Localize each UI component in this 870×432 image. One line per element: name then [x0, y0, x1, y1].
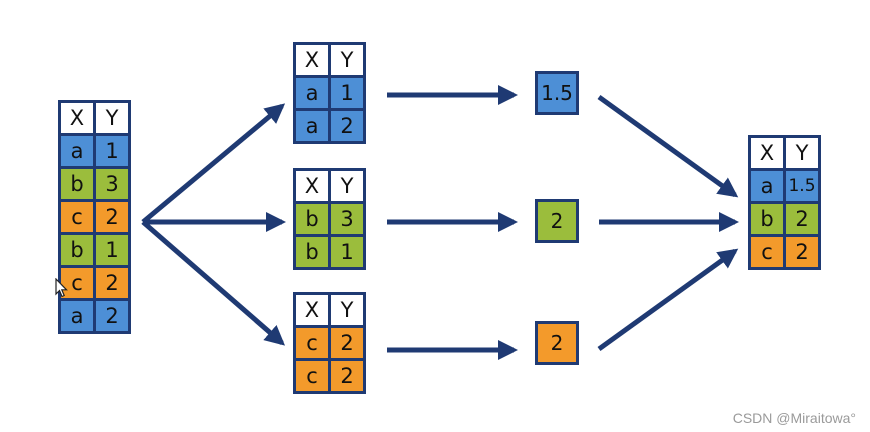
x-cell: b	[296, 237, 328, 267]
y-cell: 2	[96, 301, 128, 331]
y-cell: 1	[96, 235, 128, 265]
header-cell: X	[296, 171, 328, 201]
y-cell: 2	[786, 237, 818, 267]
mouse-pointer-icon	[55, 278, 68, 298]
y-cell: 2	[331, 328, 363, 358]
header-cell: X	[296, 295, 328, 325]
header-cell: Y	[331, 171, 363, 201]
y-cell: 1.5	[786, 171, 818, 201]
header-cell: X	[751, 138, 783, 168]
split-arrow-c	[141, 220, 286, 346]
x-cell: b	[296, 204, 328, 234]
x-cell: c	[751, 237, 783, 267]
x-cell: a	[296, 78, 328, 108]
y-cell: 2	[331, 111, 363, 141]
y-cell: 1	[331, 78, 363, 108]
x-cell: c	[61, 268, 93, 298]
x-cell: c	[296, 361, 328, 391]
header-cell: Y	[331, 295, 363, 325]
header-cell: Y	[331, 45, 363, 75]
x-cell: a	[296, 111, 328, 141]
aggregate-box-a: 1.5	[535, 71, 579, 115]
combine-arrow-a	[597, 94, 739, 198]
header-cell: Y	[786, 138, 818, 168]
y-cell: 3	[331, 204, 363, 234]
x-cell: c	[296, 328, 328, 358]
x-cell: b	[61, 169, 93, 199]
x-cell: a	[61, 136, 93, 166]
x-cell: a	[61, 301, 93, 331]
y-cell: 2	[786, 204, 818, 234]
split-arrow-a	[141, 103, 286, 224]
y-cell: 1	[96, 136, 128, 166]
watermark: CSDN @Miraitowa°	[732, 410, 856, 426]
y-cell: 3	[96, 169, 128, 199]
header-cell: Y	[96, 103, 128, 133]
header-cell: X	[296, 45, 328, 75]
y-cell: 2	[331, 361, 363, 391]
x-cell: b	[61, 235, 93, 265]
x-cell: c	[61, 202, 93, 232]
combine-arrow-c	[597, 248, 739, 352]
y-cell: 2	[96, 202, 128, 232]
x-cell: a	[751, 171, 783, 201]
aggregate-box-c: 2	[535, 321, 579, 365]
x-cell: b	[751, 204, 783, 234]
y-cell: 1	[331, 237, 363, 267]
y-cell: 2	[96, 268, 128, 298]
header-cell: X	[61, 103, 93, 133]
aggregate-box-b: 2	[535, 199, 579, 243]
